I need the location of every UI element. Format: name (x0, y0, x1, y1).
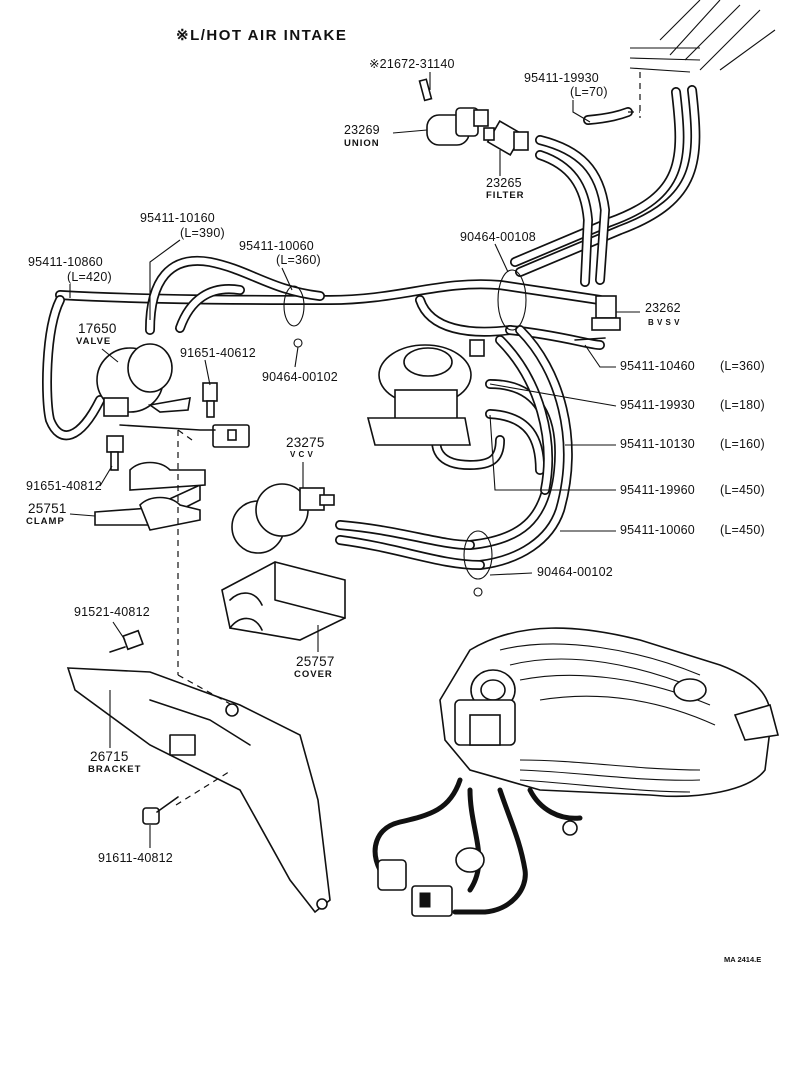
bvsv-23262 (574, 295, 621, 341)
part-name-valve: VALVE (76, 336, 112, 347)
bracket-26715 (66, 667, 331, 914)
part-number-95411-10060-top: 95411-10060 (239, 239, 314, 253)
dashed-leaders (175, 429, 233, 806)
part-name-union: UNION (344, 138, 380, 149)
part-number-25757: 25757 (296, 654, 335, 669)
part-number-91651-40612: 91651-40612 (180, 346, 256, 360)
part-length-95411-10160: (L=390) (180, 226, 225, 240)
part-number-95411-10460: 95411-10460 (620, 359, 695, 373)
part-length-95411-10860: (L=420) (67, 270, 112, 284)
part-length-95411-10060-top: (L=360) (276, 253, 321, 267)
part-number-91521-40812: 91521-40812 (74, 605, 150, 619)
part-name-clamp: CLAMP (26, 516, 65, 527)
part-length-95411-10460: (L=360) (720, 359, 765, 373)
part-number-23265: 23265 (486, 176, 522, 190)
part-number-95411-10160: 95411-10160 (140, 211, 215, 225)
valve-17650 (96, 343, 250, 448)
part-length-95411-10060-right: (L=450) (720, 523, 765, 537)
part-name-bracket: BRACKET (88, 764, 142, 775)
part-name-cover: COVER (294, 669, 333, 680)
diagram-title: ※L/HOT AIR INTAKE (176, 27, 348, 44)
cover-25757 (221, 561, 346, 641)
hose-clips (283, 269, 527, 597)
part-number-23269: 23269 (344, 123, 380, 137)
filter-23265 (483, 120, 529, 156)
part-length-95411-10130: (L=160) (720, 437, 765, 451)
part-name-filter: FILTER (486, 190, 525, 201)
part-number-23275: 23275 (286, 435, 325, 450)
vcv-23275 (231, 483, 335, 554)
part-number-91611-40812: 91611-40812 (98, 851, 173, 865)
part-number-90464-00102-b: 90464-00102 (537, 565, 613, 579)
part-number-90464-00108: 90464-00108 (460, 230, 536, 244)
part-number-95411-19930-top: 95411-19930 (524, 71, 599, 85)
part-number-95411-19960: 95411-19960 (620, 483, 695, 497)
part-number-95411-10860: 95411-10860 (28, 255, 103, 269)
upper-hose-bundle (510, 0, 776, 287)
part-number-21672-31140: ※21672-31140 (369, 57, 455, 71)
part-length-95411-19930-right: (L=180) (720, 398, 765, 412)
part-number-95411-19930-right: 95411-19930 (620, 398, 695, 412)
figure-code: MA 2414.E (724, 955, 762, 964)
part-length-95411-19930-top: (L=70) (570, 85, 608, 99)
part-name-vcv: V C V (290, 450, 314, 459)
engine-illustration (372, 627, 780, 917)
part-number-25751: 25751 (28, 501, 67, 516)
part-number-95411-10130: 95411-10130 (620, 437, 695, 451)
part-number-23262: 23262 (645, 301, 681, 315)
part-number-90464-00102-a: 90464-00102 (262, 370, 338, 384)
part-number-17650: 17650 (78, 321, 117, 336)
part-number-26715: 26715 (90, 749, 129, 764)
part-name-bvsv: B V S V (648, 318, 680, 327)
center-unit (366, 339, 485, 446)
part-length-95411-19960: (L=450) (720, 483, 765, 497)
part-number-91651-40812: 91651-40812 (26, 479, 102, 493)
clamp-25751 (94, 461, 206, 531)
bolts (106, 382, 218, 825)
part-number-95411-10060-right: 95411-10060 (620, 523, 695, 537)
union-23269 (418, 78, 489, 146)
